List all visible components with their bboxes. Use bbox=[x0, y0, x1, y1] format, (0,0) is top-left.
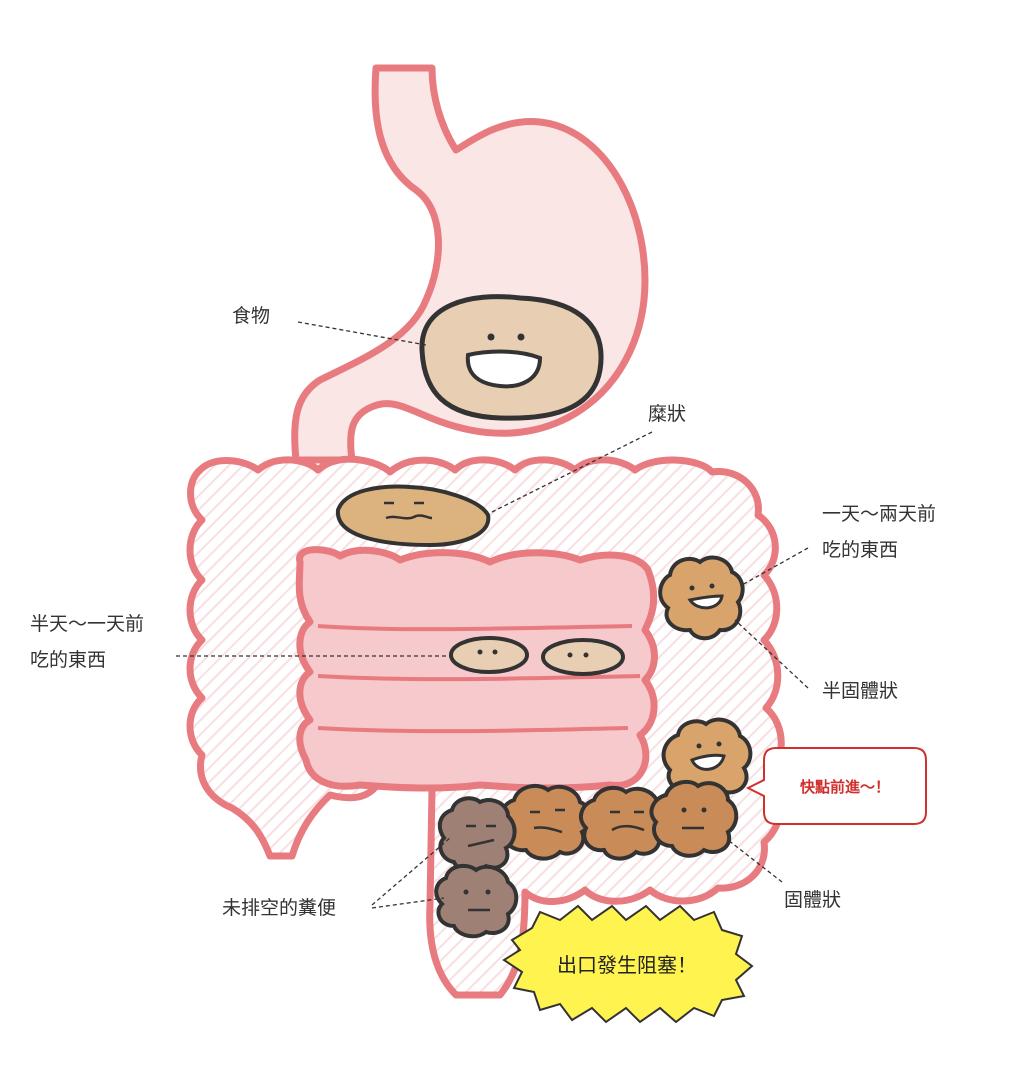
blockage-burst: 出口發生阻塞！ bbox=[502, 904, 754, 1024]
food-face-icon bbox=[419, 294, 604, 421]
label-one-two-days-line1: 一天～兩天前 bbox=[822, 503, 936, 525]
label-half-one-day-line1: 半天～一天前 bbox=[30, 613, 144, 635]
label-half-one-day-line2: 吃的東西 bbox=[30, 649, 106, 671]
chyme-face-icon bbox=[335, 484, 491, 548]
label-unemptied-stool: 未排空的糞便 bbox=[222, 897, 336, 919]
label-food: 食物 bbox=[232, 305, 270, 327]
leader-lines bbox=[176, 321, 809, 909]
label-one-two-days-line2: 吃的東西 bbox=[822, 539, 898, 561]
label-solid: 固體狀 bbox=[784, 889, 841, 911]
unemptied-stool-icon bbox=[434, 796, 519, 939]
hurry-speech-bubble: 快點前進～！ bbox=[745, 747, 927, 825]
solid-stool-row bbox=[498, 779, 739, 861]
label-chyme: 糜狀 bbox=[648, 403, 686, 425]
hurry-text: 快點前進～！ bbox=[800, 778, 890, 796]
semi-solid-stool-icon bbox=[658, 555, 745, 641]
blockage-text: 出口發生阻塞！ bbox=[557, 953, 697, 977]
label-semi-solid: 半固體狀 bbox=[822, 680, 898, 702]
small-intestine-food-icon bbox=[449, 636, 625, 676]
